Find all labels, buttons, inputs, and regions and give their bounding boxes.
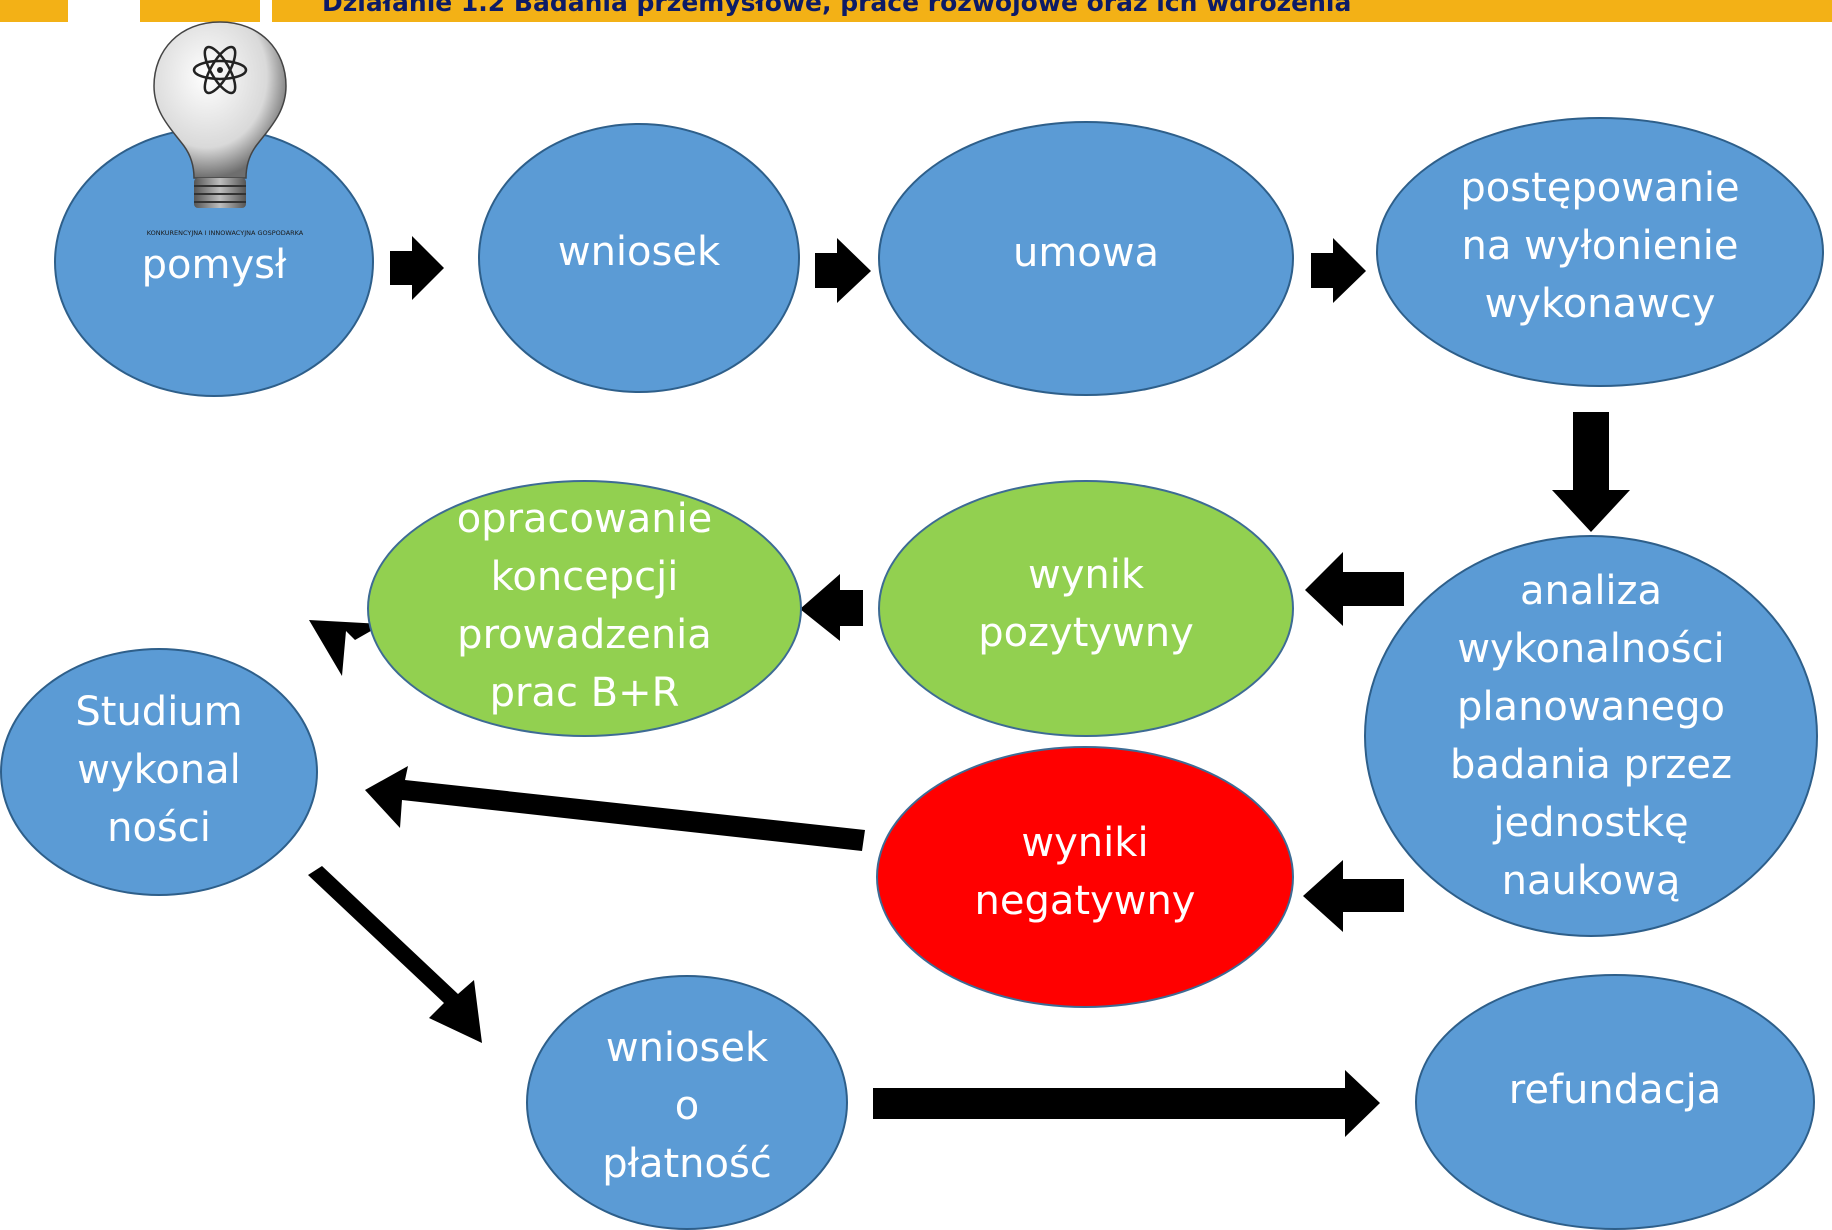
banner-block-left (0, 0, 68, 22)
node-studium: Studium wykonal ności (0, 648, 318, 896)
node-wniosek-platnosc: wniosek o płatność (526, 975, 848, 1230)
arrow-analiza-to-wynik-pozytywny (1305, 552, 1404, 626)
node-wyniki-negatywny-label: wyniki negatywny (974, 820, 1196, 924)
arrow-wniosek-to-umowa (815, 238, 871, 303)
node-umowa: umowa (878, 121, 1294, 396)
arrow-wynik-pozytywny-to-opracowanie (800, 574, 863, 641)
node-wynik-pozytywny: wynik pozytywny (878, 480, 1294, 737)
node-wniosek-platnosc-label: wniosek o płatność (602, 1024, 772, 1187)
node-opracowanie-label: opracowanie koncepcji prowadzenia prac B… (456, 495, 713, 716)
node-wniosek: wniosek (478, 123, 800, 393)
logo-text: KONKURENCYJNA I INNOWACYJNA GOSPODARKA (146, 229, 304, 237)
node-postepowanie-label: postępowanie na wyłonienie wykonawcy (1460, 165, 1740, 327)
node-refundacja-label: refundacja (1508, 1067, 1722, 1113)
node-analiza: analiza wykonalności planowanego badania… (1364, 535, 1818, 937)
node-pomysl: pomysł (54, 127, 374, 397)
banner-block-middle (140, 0, 260, 22)
node-wniosek-label: wniosek (557, 229, 721, 275)
lightbulb-atom-icon (153, 21, 287, 208)
node-umowa-label: umowa (1012, 229, 1159, 276)
node-studium-label: Studium wykonal ności (75, 688, 243, 851)
arrow-wniosek-platnosc-to-refundacja (873, 1070, 1380, 1137)
node-analiza-label: analiza wykonalności planowanego badania… (1450, 568, 1732, 904)
banner-title: Działanie 1.2 Badania przemysłowe, prace… (322, 0, 1352, 17)
arrow-postepowanie-to-analiza (1552, 412, 1630, 532)
arrow-umowa-to-postepowanie (1311, 238, 1366, 303)
node-wyniki-negatywny: wyniki negatywny (876, 746, 1294, 1008)
arrow-wyniki-negatywny-to-studium (365, 766, 865, 851)
node-postepowanie: postępowanie na wyłonienie wykonawcy (1376, 117, 1824, 387)
node-pomysl-label: pomysł (141, 241, 287, 288)
banner-block-right (272, 0, 1832, 22)
arrow-analiza-to-wyniki-negatywny (1303, 860, 1404, 932)
arrow-pomysl-to-wniosek (390, 236, 444, 300)
node-refundacja: refundacja (1415, 974, 1815, 1230)
node-wynik-pozytywny-label: wynik pozytywny (978, 551, 1194, 656)
arrow-opracowanie-to-studium (309, 620, 383, 676)
header-banner: Działanie 1.2 Badania przemysłowe, prace… (0, 0, 1832, 32)
node-opracowanie: opracowanie koncepcji prowadzenia prac B… (367, 480, 802, 737)
arrow-studium-to-wniosek-platnosc (308, 866, 482, 1043)
